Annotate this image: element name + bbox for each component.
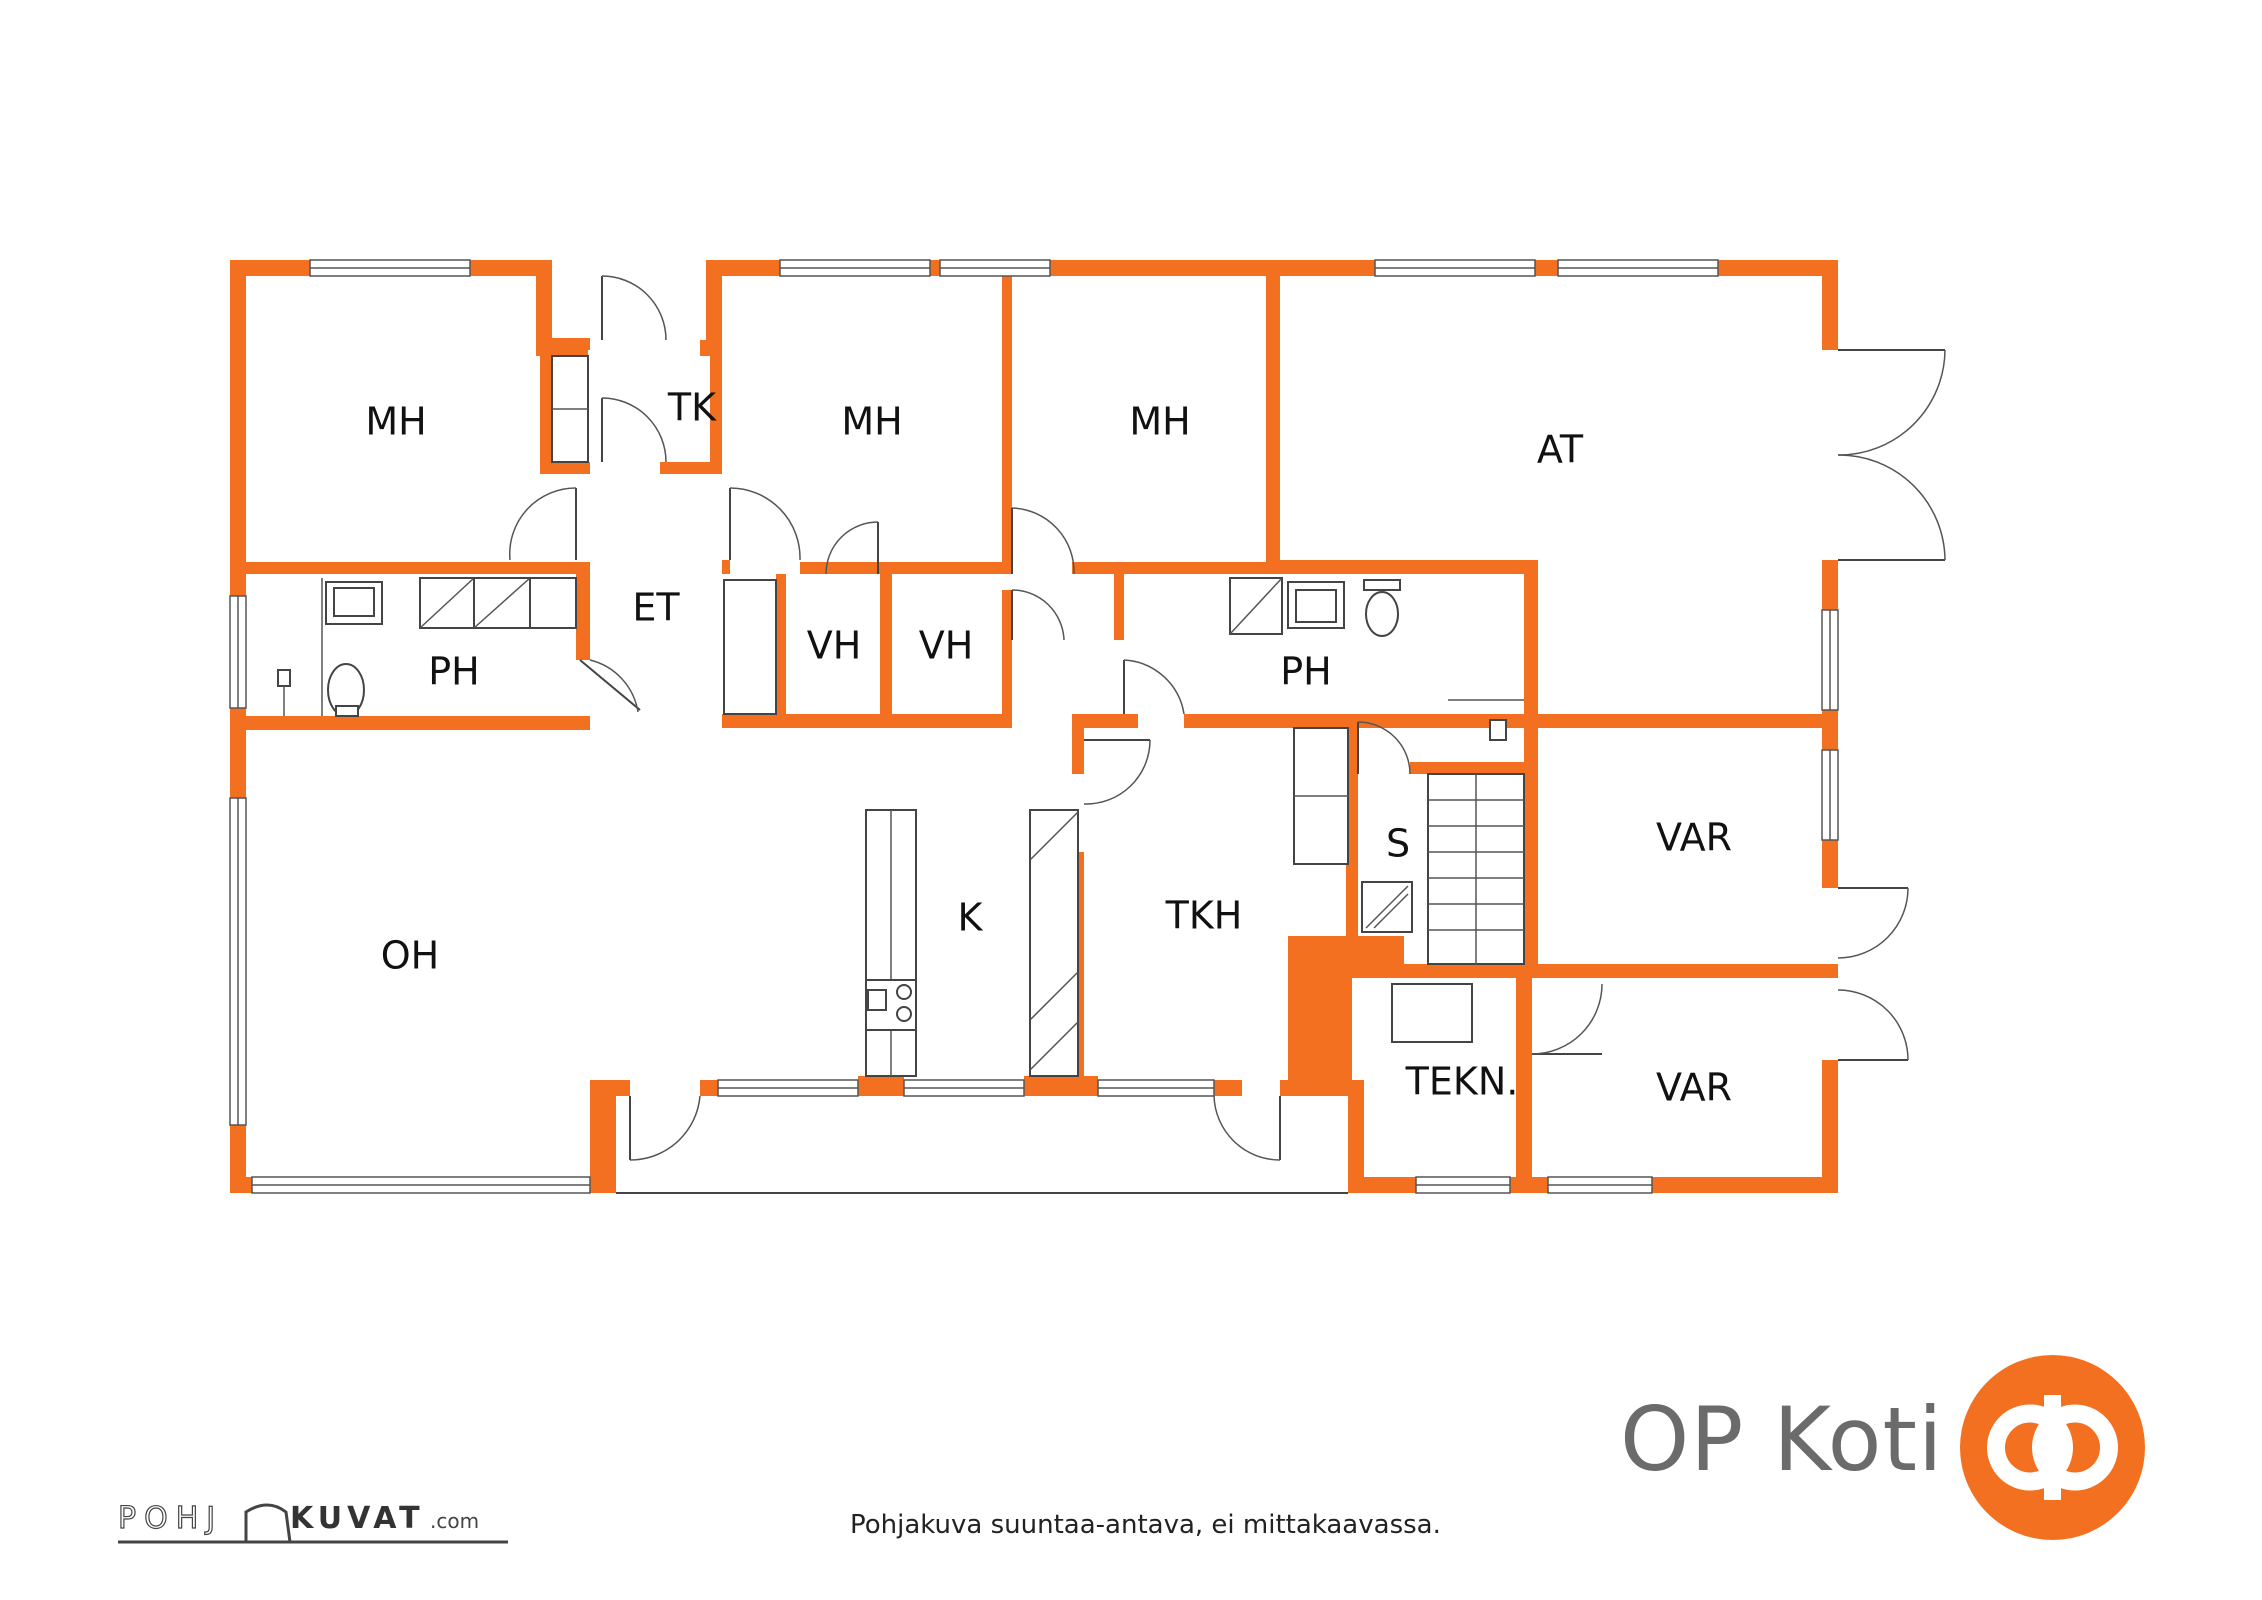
pohjakuvat-logo: POHJ KUVAT .com <box>118 1500 508 1544</box>
fixtures <box>277 355 1525 1077</box>
room-label-oh: OH <box>381 934 439 978</box>
room-label-vh1: VH <box>807 624 862 668</box>
room-label-mh3: MH <box>1129 400 1190 444</box>
room-label-var2: VAR <box>1656 1066 1732 1110</box>
doors <box>508 275 1946 1161</box>
room-labels: MH TK MH MH AT ET PH VH VH PH S VAR OH K… <box>365 386 1732 1110</box>
room-label-tkh: TKH <box>1165 894 1243 938</box>
pohjakuvat-logo-right: KUVAT <box>290 1501 425 1536</box>
op-koti-brand: OP Koti <box>1620 1388 1944 1491</box>
pohjakuvat-logo-left: POHJ <box>118 1501 223 1536</box>
room-label-tekn: TEKN. <box>1405 1060 1519 1104</box>
room-label-s: S <box>1386 822 1410 866</box>
room-label-ph1: PH <box>428 650 480 694</box>
room-label-mh1: MH <box>365 400 426 444</box>
room-label-var1: VAR <box>1656 816 1732 860</box>
room-label-at: AT <box>1537 428 1584 472</box>
disclaimer-note: Pohjakuva suuntaa-antava, ei mittakaavas… <box>850 1510 1441 1540</box>
room-label-vh2: VH <box>919 624 974 668</box>
pohjakuvat-logo-suffix: .com <box>430 1509 479 1533</box>
op-logo-icon <box>1960 1355 2145 1540</box>
staircase <box>1427 773 1525 965</box>
room-label-mh2: MH <box>841 400 902 444</box>
room-label-k: K <box>958 896 984 940</box>
room-label-et: ET <box>632 586 680 630</box>
windows <box>229 259 1839 1194</box>
room-label-ph2: PH <box>1280 650 1332 694</box>
room-label-tk: TK <box>667 386 717 430</box>
